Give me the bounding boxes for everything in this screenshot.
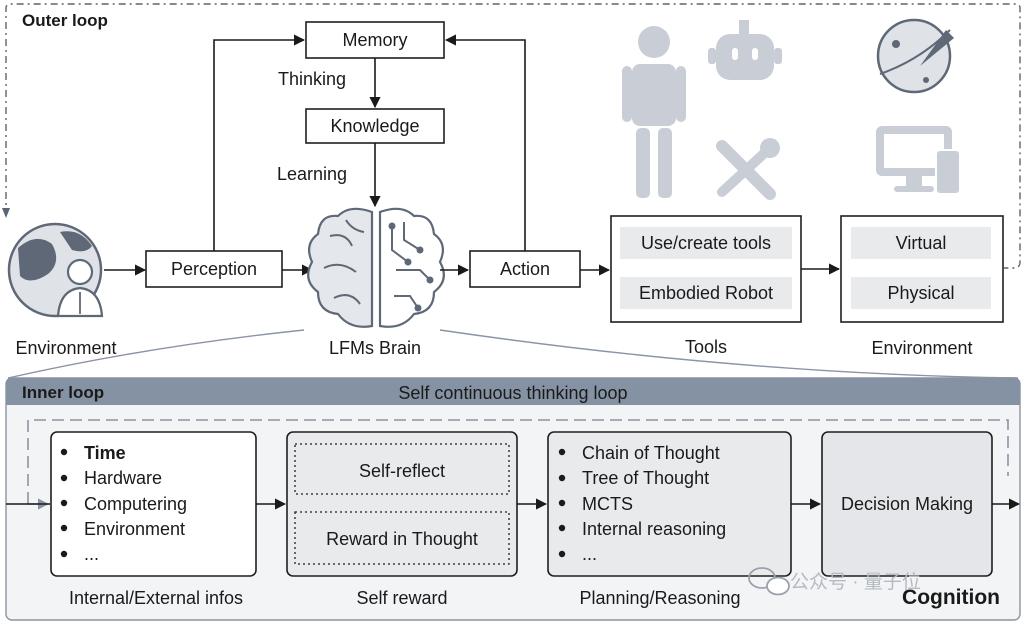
environment-item-virtual (851, 227, 991, 259)
self-reflect-item (294, 443, 510, 495)
zoom-line-right (439, 329, 1019, 379)
thinking-label: Thinking (278, 69, 346, 89)
planning-caption: Planning/Reasoning (579, 588, 740, 608)
planet-rocket-icon (876, 18, 954, 94)
self-reward-box (286, 431, 518, 577)
inner-loop-title: Inner loop (22, 383, 104, 402)
outer-loop-title: Outer loop (22, 11, 108, 30)
tools-item-embodied-label: Embodied Robot (639, 283, 773, 303)
planning-item: Chain of Thought (582, 443, 720, 463)
infos-item: Hardware (84, 468, 162, 488)
humanoid-robot-icon (622, 26, 686, 198)
tools-item-embodied (620, 277, 792, 309)
infos-list: Time Hardware Computering Environment ..… (60, 443, 187, 564)
knowledge-box (305, 108, 445, 144)
infos-item: Computering (84, 494, 187, 514)
planning-item: MCTS (582, 494, 633, 514)
environment-item-virtual-label: Virtual (896, 233, 947, 253)
robot-head-icon (708, 20, 782, 80)
brain-label: LFMs Brain (329, 338, 421, 358)
environment-right-label: Environment (871, 338, 972, 358)
environment-left-label: Environment (15, 338, 116, 358)
planning-item: Internal reasoning (582, 519, 726, 539)
inner-loop-path (27, 419, 1009, 504)
globe-person-icon (7, 222, 104, 318)
tools-item-use-create-label: Use/create tools (641, 233, 771, 253)
reward-in-thought-label: Reward in Thought (326, 529, 478, 549)
action-box (469, 250, 581, 288)
outer-loop-path (5, 3, 1021, 269)
arrow-action-memory (444, 34, 526, 251)
planning-list: Chain of Thought Tree of Thought MCTS In… (558, 443, 726, 564)
tools-label: Tools (685, 337, 727, 357)
knowledge-label: Knowledge (330, 116, 419, 136)
computer-icon (876, 126, 961, 195)
learning-label: Learning (277, 164, 347, 184)
self-reward-caption: Self reward (356, 588, 447, 608)
environment-item-physical (851, 277, 991, 309)
environment-item-physical-label: Physical (887, 283, 954, 303)
inner-loop-header (6, 378, 1020, 405)
reward-in-thought-item (294, 511, 510, 565)
brain-icon (307, 207, 445, 328)
self-reflect-label: Self-reflect (359, 461, 445, 481)
outer-loop-arrowhead (2, 208, 10, 218)
wechat-icon (748, 567, 790, 596)
perception-label: Perception (171, 259, 257, 279)
infos-item: ... (84, 544, 99, 564)
infos-caption: Internal/External infos (69, 588, 243, 608)
memory-label: Memory (342, 30, 407, 50)
perception-box (145, 250, 283, 288)
tools-icon (716, 138, 780, 200)
action-label: Action (500, 259, 550, 279)
tools-item-use-create (620, 227, 792, 259)
memory-box (305, 21, 445, 59)
cognition-label: Cognition (902, 586, 1000, 609)
infos-item: Environment (84, 519, 185, 539)
decision-label: Decision Making (841, 494, 973, 514)
planning-item: ... (582, 544, 597, 564)
zoom-line-left (7, 329, 305, 379)
planning-item: Tree of Thought (582, 468, 709, 488)
watermark-text: 公众号 · 量子位 (790, 571, 921, 593)
arrow-perception-memory (213, 34, 306, 251)
inner-loop-subtitle: Self continuous thinking loop (398, 383, 627, 403)
infos-item: Time (84, 443, 126, 463)
